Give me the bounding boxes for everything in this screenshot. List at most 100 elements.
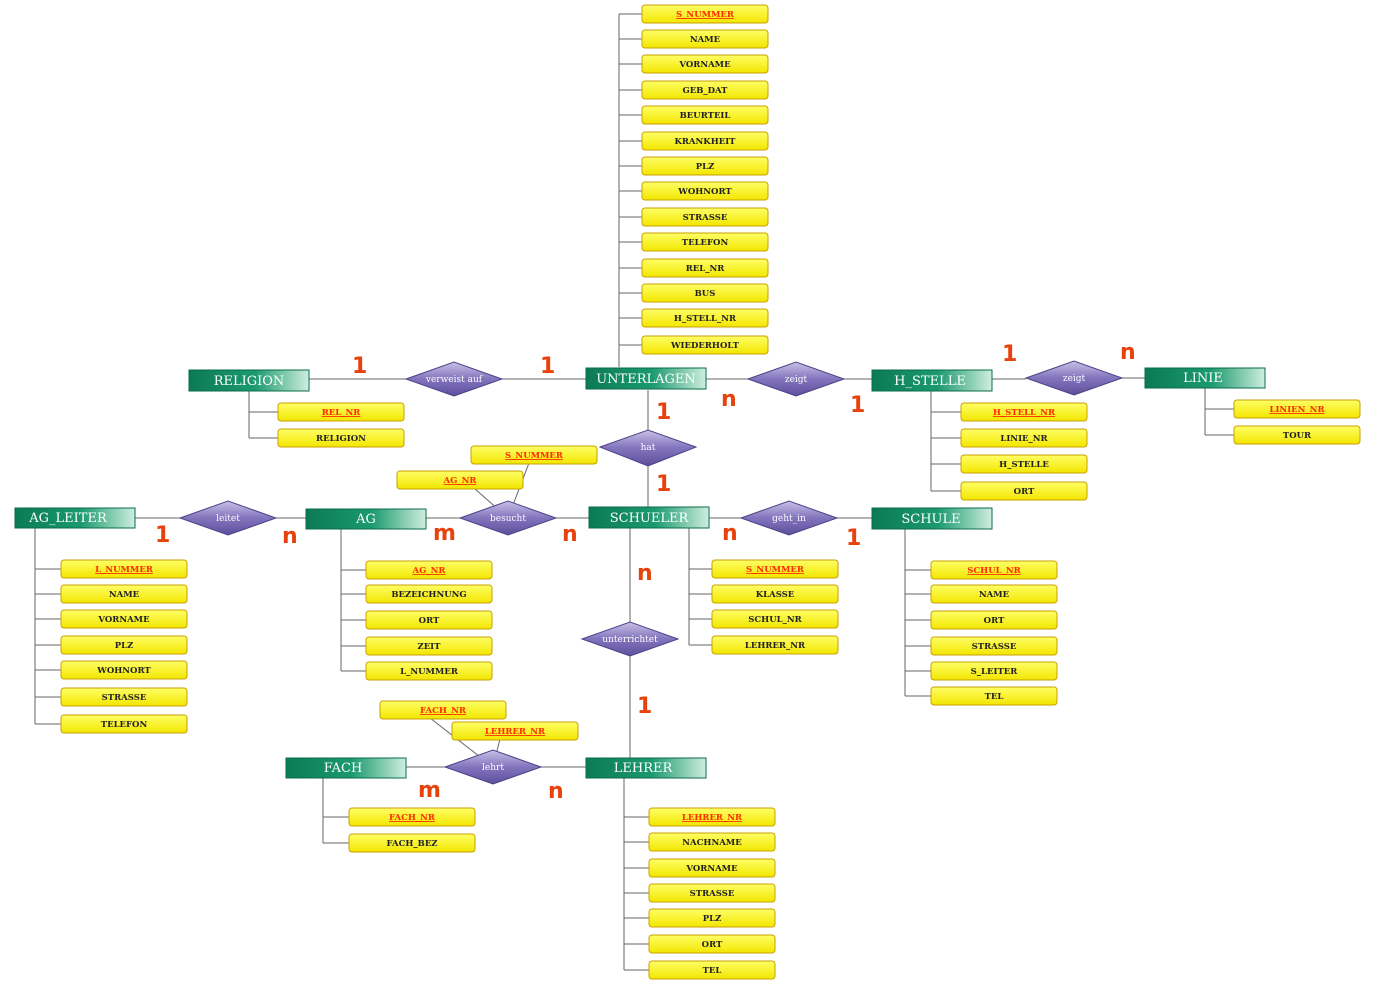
attribute-box-bg <box>60 660 188 680</box>
attribute-box: SCHUL_NR <box>930 560 1058 580</box>
attribute-box-bg <box>365 661 493 681</box>
attribute-box: STRASSE <box>648 883 776 903</box>
attribute-box-bg <box>470 445 598 465</box>
cardinality-schueler-hat: 1 <box>656 472 671 497</box>
attribute-box: PLZ <box>641 156 769 176</box>
relation-leitet: leitet <box>178 500 278 536</box>
entity-label: H_STELLE <box>894 374 966 389</box>
attribute-label: VORNAME <box>685 864 738 874</box>
attribute-label: TELEFON <box>682 238 729 248</box>
entity-religion: RELIGION <box>188 369 310 392</box>
attribute-box-bg <box>277 402 405 422</box>
cardinality-unterlagen-zeigt: n <box>721 387 737 412</box>
attribute-box: REL_NR <box>277 402 405 422</box>
attribute-label: PLZ <box>703 914 722 924</box>
attribute-box-bg <box>60 687 188 707</box>
attribute-label: SCHUL_NR <box>748 615 802 625</box>
cardinality-lehrer-lehrt: n <box>548 779 564 804</box>
attribute-label: FACH_BEZ <box>386 839 437 849</box>
attribute-label: PLZ <box>696 162 715 172</box>
attribute-box: ORT <box>648 934 776 954</box>
linie-attributes: LINIEN_NR TOUR <box>1233 399 1361 445</box>
attribute-box-bg <box>365 610 493 630</box>
attribute-box: STRASSE <box>641 207 769 227</box>
attribute-box-bg <box>641 308 769 328</box>
attribute-label: KLASSE <box>756 590 795 600</box>
entity-lehrer: LEHRER <box>585 757 707 779</box>
attribute-label: TELEFON <box>101 720 148 730</box>
cardinality-linie-zeigt2: n <box>1120 340 1136 365</box>
attribute-box: TOUR <box>1233 425 1361 445</box>
attribute-box: L_NUMMER <box>365 661 493 681</box>
attribute-box: TEL <box>930 686 1058 706</box>
entity-label: SCHUELER <box>610 511 690 526</box>
attribute-box-bg <box>379 700 507 720</box>
attribute-label: BEURTEIL <box>680 111 731 121</box>
relation-lehrt: lehrt <box>443 749 543 785</box>
attribute-box-bg <box>648 883 776 903</box>
attribute-box-bg <box>648 960 776 980</box>
attribute-box-bg <box>711 559 839 579</box>
attribute-label: ORT <box>984 616 1005 626</box>
attribute-label: KRANKHEIT <box>674 137 736 147</box>
attribute-box: GEB_DAT <box>641 80 769 100</box>
attribute-box-bg <box>348 807 476 827</box>
attribute-label: VORNAME <box>97 615 150 625</box>
attribute-label: REL_NR <box>686 264 726 274</box>
attribute-label: STRASSE <box>683 213 728 223</box>
attribute-box: FACH_BEZ <box>348 833 476 853</box>
entity-unterlagen: UNTERLAGEN <box>585 367 707 390</box>
attribute-key-label: AG_NR <box>443 476 478 486</box>
attribute-key-label: H_STELL_NR <box>993 408 1056 418</box>
attribute-box-bg <box>930 686 1058 706</box>
attribute-box: ORT <box>960 481 1088 501</box>
attribute-box: BEZEICHNUNG <box>365 584 493 604</box>
attribute-box: LINIEN_NR <box>1233 399 1361 419</box>
attribute-box: LEHRER_NR <box>648 807 776 827</box>
cardinality-labels: 1 1 n 1 1 n 1 1 1 n m n n 1 n 1 m n <box>155 340 1136 804</box>
attribute-box-bg <box>641 181 769 201</box>
attribute-box-bg <box>641 232 769 252</box>
attribute-box-bg <box>641 80 769 100</box>
relation-zeigt-linie: zeigt <box>1024 360 1124 396</box>
entity-label: UNTERLAGEN <box>596 372 696 387</box>
entity-label: LINIE <box>1183 371 1223 386</box>
unterlagen-attributes: S_NUMMERNAMEVORNAMEGEB_DATBEURTEILKRANKH… <box>641 4 769 355</box>
attribute-box-bg <box>641 29 769 49</box>
entity-ag: AG <box>305 508 427 530</box>
attribute-box-bg <box>641 4 769 24</box>
cardinality-religion-verweist: 1 <box>352 354 367 379</box>
attribute-key-label: REL_NR <box>322 408 362 418</box>
attribute-label: ORT <box>702 940 723 950</box>
relation-geht-in: geht_in <box>739 500 839 536</box>
cardinality-schueler-gehtin: n <box>722 521 738 546</box>
attribute-box: LINIE_NR <box>960 428 1088 448</box>
entity-label: AG <box>355 512 376 527</box>
attribute-box: STRASSE <box>930 636 1058 656</box>
attribute-box-bg <box>1233 399 1361 419</box>
attribute-box-bg <box>648 858 776 878</box>
entity-label: SCHULE <box>901 512 960 527</box>
attribute-box-bg <box>711 635 839 655</box>
cardinality-hstelle-zeigt2: 1 <box>1002 342 1017 367</box>
entity-schueler: SCHUELER <box>588 506 710 529</box>
attribute-label: TEL <box>703 966 722 976</box>
attribute-box: AG_NR <box>365 560 493 580</box>
attribute-box-bg <box>641 283 769 303</box>
attribute-label: NAME <box>109 590 140 600</box>
attribute-key-label: LINIEN_NR <box>1269 405 1325 415</box>
attribute-box: S_NUMMER <box>641 4 769 24</box>
attribute-box: S_LEITER <box>930 661 1058 681</box>
attribute-label: ORT <box>419 616 440 626</box>
relation-label: unterrichtet <box>602 635 658 645</box>
attribute-label: H_STELLE <box>999 460 1049 470</box>
attribute-box-bg <box>60 584 188 604</box>
attribute-label: H_STELL_NR <box>674 314 737 324</box>
attribute-box-bg <box>641 105 769 125</box>
attribute-box-bg <box>277 428 405 448</box>
attribute-box-bg <box>396 470 524 490</box>
attribute-box: ORT <box>365 610 493 630</box>
attribute-label: TEL <box>985 692 1004 702</box>
attribute-label: PLZ <box>115 641 134 651</box>
